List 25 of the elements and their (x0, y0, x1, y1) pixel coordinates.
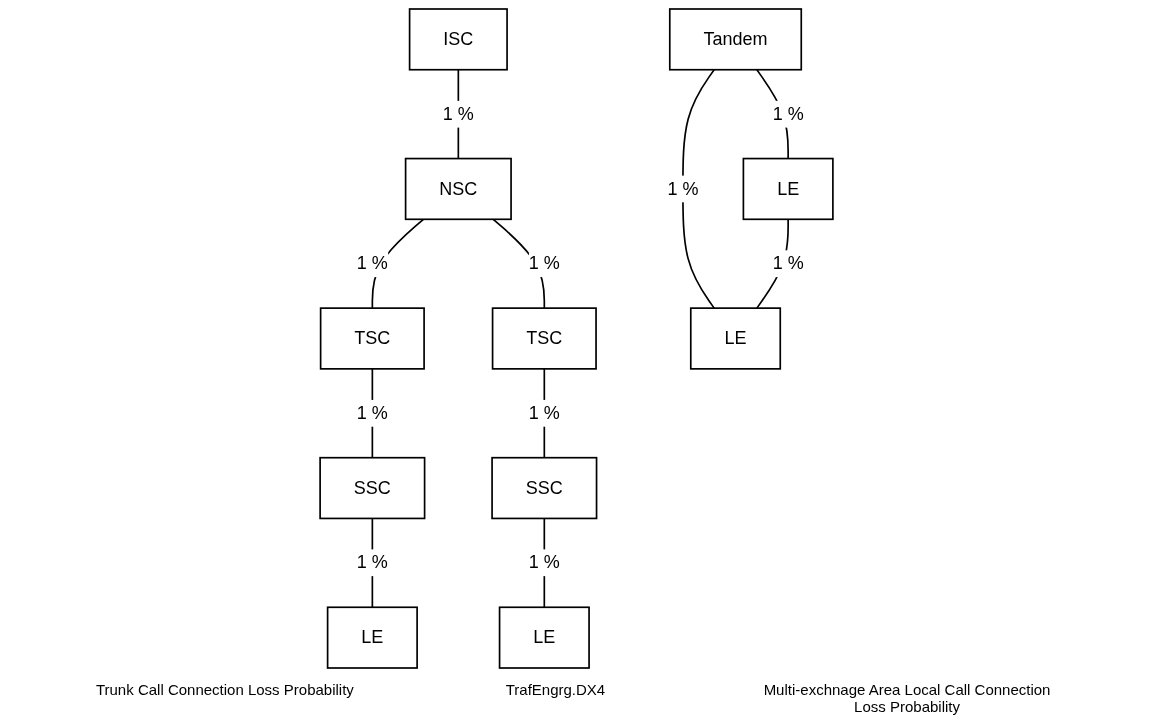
node-box: LE (498, 606, 590, 669)
node-box: TSC (319, 307, 425, 370)
caption-text: TrafEngrg.DX4 (505, 681, 606, 700)
connector (682, 68, 715, 309)
edge-label: 1 % (528, 253, 560, 273)
edge-label: 1 % (528, 552, 560, 572)
node-box: Tandem (668, 8, 803, 71)
caption-text: Multi-exchnage Area Local Call Connection Loss Probability (762, 681, 1052, 715)
edge-label: 1 % (442, 104, 474, 124)
caption-text: Trunk Call Connection Loss Probability (95, 681, 354, 700)
edge-label: 1 % (772, 104, 804, 124)
node-box: LE (689, 307, 782, 370)
edge-label: 1 % (667, 178, 699, 198)
node-box: TSC (491, 307, 597, 370)
edge-label: 1 % (772, 253, 804, 273)
node-box: SSC (319, 456, 426, 520)
edge-label: 1 % (356, 552, 388, 572)
edge-label: 1 % (528, 403, 560, 423)
node-box: NSC (404, 157, 512, 221)
edge-label: 1 % (356, 403, 388, 423)
node-box: SSC (491, 456, 598, 520)
node-box: LE (742, 157, 834, 221)
node-box: LE (326, 606, 418, 669)
node-box: ISC (408, 8, 508, 71)
edge-label: 1 % (356, 253, 388, 273)
